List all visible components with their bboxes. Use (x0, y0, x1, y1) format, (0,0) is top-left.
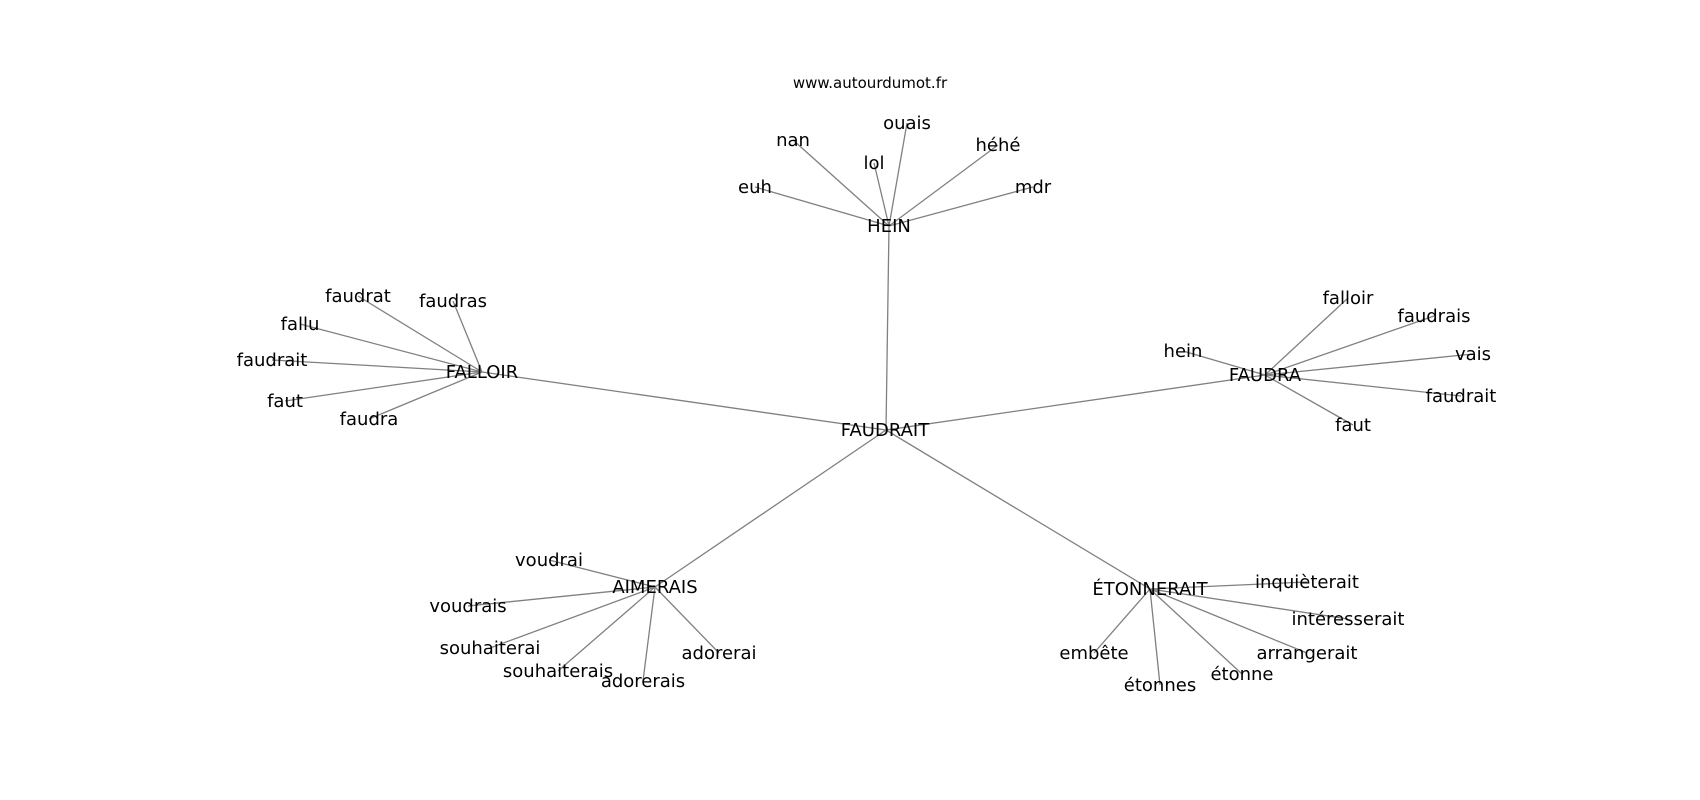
leaf-node: falloir (1323, 288, 1374, 309)
graph-edges (271, 122, 1474, 686)
leaf-node: hein (1164, 341, 1203, 362)
edge-etonnerait-leaf (1149, 588, 1243, 675)
edge-aimerais-leaf (654, 586, 720, 654)
edge-etonnerait-leaf (1149, 588, 1349, 620)
edge-etonnerait-leaf (1149, 588, 1161, 686)
leaf-node: mdr (1015, 177, 1052, 198)
edge-faudra-leaf (1264, 297, 1349, 376)
edge-faudra-leaf (1264, 374, 1462, 397)
edge-falloir-leaf (368, 371, 483, 420)
edge-center-faudra (885, 374, 1266, 431)
edge-faudra-leaf (1182, 350, 1266, 376)
edge-falloir-leaf (284, 371, 483, 402)
leaf-node: faudrait (1426, 386, 1497, 407)
leaf-node: arrangerait (1257, 643, 1358, 664)
hub-node-faudra: FAUDRA (1229, 365, 1302, 386)
edge-faudra-leaf (1264, 315, 1435, 376)
edge-hein-leaf (873, 162, 890, 227)
graph-labels: FAUDRAIT HEIN euh nan lol ouais héhé mdrFALLOI… (237, 113, 1497, 696)
edge-faudra-leaf (1264, 374, 1354, 426)
leaf-node: ouais (883, 113, 931, 134)
leaf-node: euh (738, 177, 772, 198)
leaf-node: nan (776, 130, 810, 151)
edge-center-hein (885, 225, 890, 431)
edge-aimerais-leaf (557, 586, 656, 672)
leaf-node: faudrait (237, 350, 308, 371)
leaf-node: fallu (281, 314, 320, 335)
leaf-node: faudrat (325, 286, 391, 307)
leaf-node: voudrai (515, 550, 583, 571)
edge-aimerais-leaf (489, 586, 656, 649)
leaf-node: faudra (340, 409, 399, 430)
edge-falloir-leaf (299, 323, 483, 373)
site-url: www.autourdumot.fr (793, 74, 948, 92)
hub-node-etonnerait: ÉTONNERAIT (1092, 578, 1208, 600)
leaf-node: faudrais (1397, 306, 1470, 327)
edge-hein-leaf (888, 122, 908, 227)
edge-center-etonnerait (885, 429, 1151, 590)
edge-hein-leaf (792, 139, 890, 227)
edge-center-aimerais (654, 429, 887, 588)
hub-node-hein: HEIN (867, 216, 911, 237)
edge-faudra-leaf (1264, 353, 1474, 376)
edge-falloir-leaf (357, 295, 483, 373)
edge-etonnerait-leaf (1149, 581, 1308, 590)
leaf-node: étonne (1210, 664, 1273, 685)
hub-node-aimerais: AIMERAIS (612, 577, 697, 598)
leaf-node: vais (1455, 344, 1491, 365)
leaf-node: héhé (976, 135, 1021, 156)
leaf-node: souhaiterais (503, 661, 613, 682)
leaf-node: faut (267, 391, 303, 412)
leaf-node: embête (1059, 643, 1128, 664)
leaf-node: faut (1335, 415, 1371, 436)
leaf-node: adorerais (601, 671, 685, 692)
edge-hein-leaf (754, 186, 890, 227)
edge-etonnerait-leaf (1149, 588, 1308, 654)
leaf-node: inquièterait (1255, 572, 1359, 593)
center-node: FAUDRAIT (841, 420, 930, 441)
edge-falloir-leaf (271, 359, 483, 373)
leaf-node: faudras (419, 291, 487, 312)
edge-aimerais-leaf (467, 586, 656, 607)
edge-center-falloir (481, 371, 887, 431)
leaf-node: souhaiterai (440, 638, 541, 659)
edge-hein-leaf (888, 144, 999, 227)
edge-etonnerait-leaf (1093, 588, 1151, 654)
leaf-node: intéresserait (1292, 609, 1405, 630)
edge-falloir-leaf (452, 300, 483, 373)
leaf-node: étonnes (1124, 675, 1196, 696)
edge-aimerais-leaf (548, 559, 656, 588)
leaf-node: adorerai (682, 643, 757, 664)
hub-node-falloir: FALLOIR (446, 362, 518, 383)
edge-hein-leaf (888, 186, 1034, 227)
leaf-node: voudrais (429, 596, 506, 617)
leaf-node: lol (863, 153, 884, 174)
edge-aimerais-leaf (642, 586, 656, 682)
